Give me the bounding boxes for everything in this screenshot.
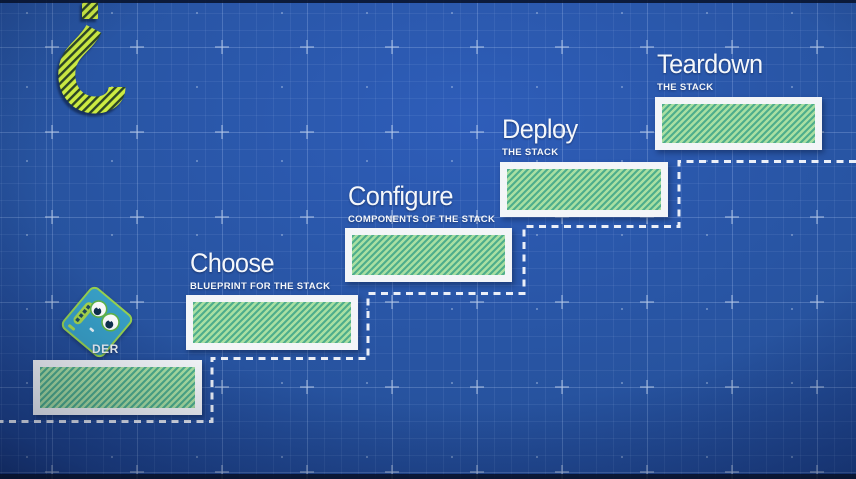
step-title: Teardown <box>657 49 763 79</box>
step-subtitle: THE STACK <box>657 82 714 93</box>
box-robot-mascot-icon <box>61 286 133 358</box>
step-platform-teardown <box>655 97 822 150</box>
step-title: Configure <box>348 181 454 211</box>
bottom-border <box>0 474 856 479</box>
top-border <box>0 0 856 3</box>
step-title: Choose <box>190 248 275 278</box>
step-platform-configure <box>345 228 512 282</box>
hatch-fill <box>352 235 505 275</box>
step-subtitle: COMPONENTS OF THE STACK <box>348 214 496 225</box>
step-label-deploy: Deploy THE STACK <box>502 114 582 159</box>
step-title: Deploy <box>502 114 578 144</box>
step-label-teardown: Teardown THE STACK <box>657 49 769 94</box>
step-platform-deploy <box>500 162 668 217</box>
hatch-fill <box>662 104 815 143</box>
crane-cable-segment <box>82 2 98 19</box>
mascot-label: DER <box>92 342 119 356</box>
step-platform-choose <box>186 295 358 350</box>
step-label-configure: Configure COMPONENTS OF THE STACK <box>348 181 496 226</box>
step-subtitle: THE STACK <box>502 147 559 158</box>
crane-hook-icon <box>58 2 126 114</box>
step-subtitle: BLUEPRINT FOR THE STACK <box>190 281 331 292</box>
hatch-fill <box>193 302 351 343</box>
step-label-choose: Choose BLUEPRINT FOR THE STACK <box>190 248 331 293</box>
hatch-fill <box>507 169 661 210</box>
step-platform-start <box>33 360 202 415</box>
hatch-fill <box>40 367 195 408</box>
